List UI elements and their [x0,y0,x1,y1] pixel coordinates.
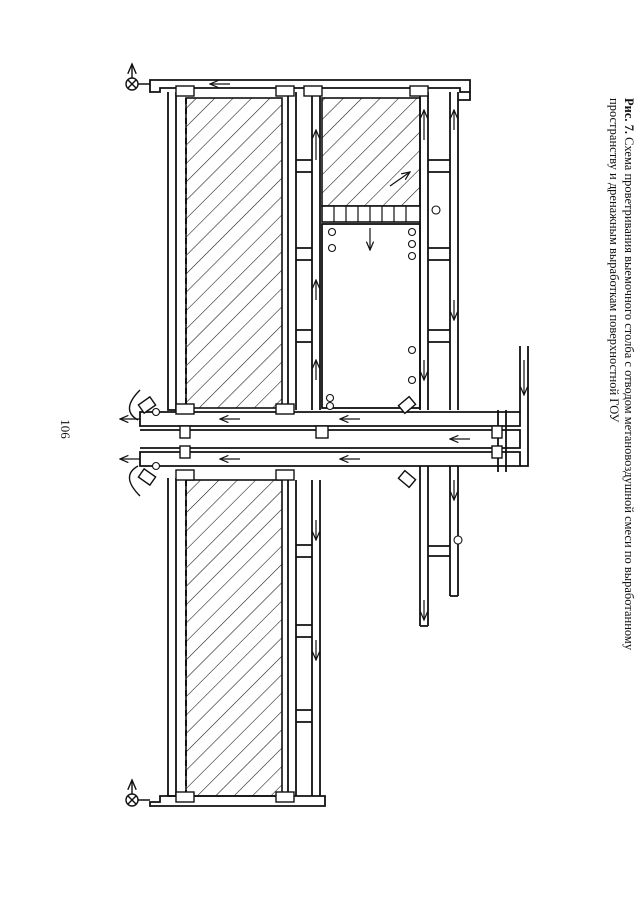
mine-workings [139,79,529,807]
caption-line-1: Рис. 7. Схема проветривания выемочного с… [622,98,636,798]
figure-label: Рис. 7. [622,98,636,135]
panel-area [321,223,421,409]
caption-line-2: пространству и дренажным выработкам пове… [607,98,622,423]
goaf-zones [185,97,421,797]
instrument-circle-icon [151,205,463,545]
ventilation-door-icon [128,389,417,497]
longwall-face [321,205,421,409]
pipe-flanges [175,85,503,803]
goaf-zone-mined-area [321,97,421,207]
goaf-zone-upper [185,97,283,409]
goaf-zone-lower [185,479,283,797]
caption-text-1: Схема проветривания выемочного столба с … [622,137,636,651]
fan-icon [125,64,150,807]
figure-caption: Рис. 7. Схема проветривания выемочного с… [538,98,637,798]
air-arrow-icon [120,84,524,660]
